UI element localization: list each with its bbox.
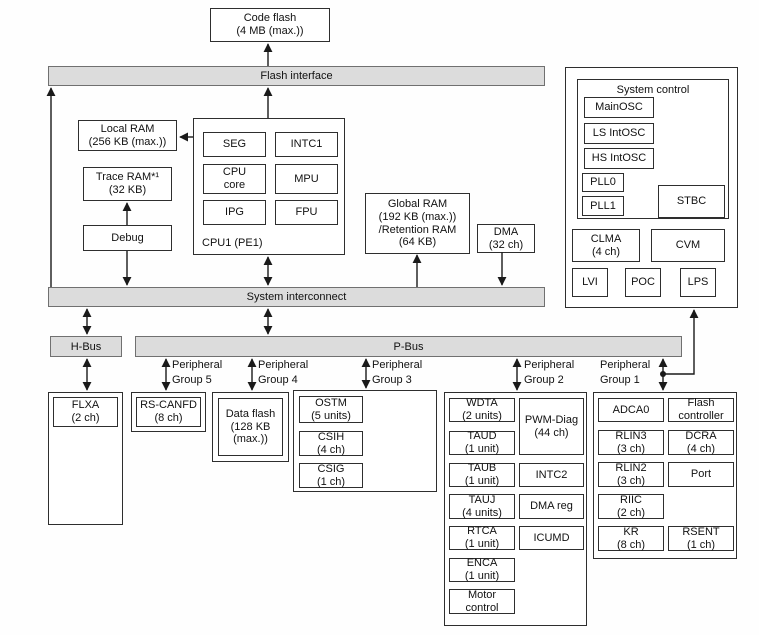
system-control-inner: System control MainOSC LS IntOSC HS IntO… — [577, 79, 729, 219]
flxa-box: FLXA (2 ch) — [53, 397, 118, 427]
dcra-box: DCRA (4 ch) — [668, 430, 734, 455]
global-ram-box: Global RAM (192 KB (max.)) /Retention RA… — [365, 193, 470, 254]
intc2-box: INTC2 — [519, 463, 584, 487]
trace-ram-box: Trace RAM*¹ (32 KB) — [83, 167, 172, 201]
data-flash-box: Data flash (128 KB (max.)) — [218, 398, 283, 456]
cpu1-container: SEG INTC1 CPU core MPU IPG FPU CPU1 (PE1… — [193, 118, 345, 255]
motor-control-box: Motor control — [449, 589, 515, 614]
hs-intosc-box: HS IntOSC — [584, 148, 654, 169]
group3-label: Peripheral Group 3 — [372, 359, 423, 386]
wire-junction-dot — [660, 371, 666, 377]
group4-container: Data flash (128 KB (max.)) — [212, 392, 289, 462]
cvm-box: CVM — [651, 229, 725, 262]
stbc-box: STBC — [658, 185, 725, 218]
csig-box: CSIG (1 ch) — [299, 463, 363, 488]
taud-box: TAUD (1 unit) — [449, 430, 515, 455]
clma-box: CLMA (4 ch) — [572, 229, 640, 262]
csih-box: CSIH (4 ch) — [299, 431, 363, 456]
debug-box: Debug — [83, 225, 172, 251]
flash-controller-box: Flash controller — [668, 397, 734, 422]
system-interconnect-bus: System interconnect — [48, 287, 545, 307]
group2-label: Peripheral Group 2 — [524, 359, 575, 386]
adca0-box: ADCA0 — [598, 398, 664, 422]
group2-container: WDTA (2 units) TAUD (1 unit) TAUB (1 uni… — [444, 392, 587, 626]
dma-reg-box: DMA reg — [519, 494, 584, 519]
rlin3-box: RLIN3 (3 ch) — [598, 430, 664, 455]
icumd-box: ICUMD — [519, 526, 584, 550]
cpu1-seg-box: SEG — [203, 132, 266, 157]
group5-container: RS-CANFD (8 ch) — [131, 392, 206, 432]
cpu1-mpu-box: MPU — [275, 164, 338, 194]
cpu1-core-box: CPU core — [203, 164, 266, 194]
ls-intosc-box: LS IntOSC — [584, 123, 654, 144]
local-ram-box: Local RAM (256 KB (max.)) — [78, 120, 177, 151]
rlin2-box: RLIN2 (3 ch) — [598, 462, 664, 487]
riic-box: RIIC (2 ch) — [598, 494, 664, 519]
pll1-box: PLL1 — [582, 196, 624, 216]
group1-label: Peripheral Group 1 — [600, 359, 651, 386]
h-bus: H-Bus — [50, 336, 122, 357]
rsent-box: RSENT (1 ch) — [668, 526, 734, 551]
enca-box: ENCA (1 unit) — [449, 557, 515, 582]
pll0-box: PLL0 — [582, 173, 624, 192]
mainosc-box: MainOSC — [584, 97, 654, 118]
flash-interface-bus: Flash interface — [48, 66, 545, 86]
system-control-panel: System control MainOSC LS IntOSC HS IntO… — [565, 67, 738, 308]
cpu1-label: CPU1 (PE1) — [202, 237, 263, 249]
cpu1-ipg-box: IPG — [203, 200, 266, 225]
group1-container: ADCA0 RLIN3 (3 ch) RLIN2 (3 ch) RIIC (2 … — [593, 392, 737, 559]
rtca-box: RTCA (1 unit) — [449, 525, 515, 550]
cpu1-fpu-box: FPU — [275, 200, 338, 225]
lps-box: LPS — [680, 268, 716, 297]
pwm-diag-box: PWM-Diag (44 ch) — [519, 398, 584, 455]
flxa-container: FLXA (2 ch) — [48, 392, 123, 525]
tauj-box: TAUJ (4 units) — [449, 494, 515, 519]
port-box: Port — [668, 462, 734, 487]
group3-container: OSTM (5 units) CSIH (4 ch) CSIG (1 ch) — [293, 390, 437, 492]
p-bus: P-Bus — [135, 336, 682, 357]
kr-box: KR (8 ch) — [598, 526, 664, 551]
rs-canfd-box: RS-CANFD (8 ch) — [136, 397, 201, 427]
lvi-box: LVI — [572, 268, 608, 297]
cpu1-intc1-box: INTC1 — [275, 132, 338, 157]
dma-box: DMA (32 ch) — [477, 224, 535, 253]
poc-box: POC — [625, 268, 661, 297]
group4-label: Peripheral Group 4 — [258, 359, 309, 386]
ostm-box: OSTM (5 units) — [299, 396, 363, 423]
system-control-title: System control — [616, 84, 690, 96]
taub-box: TAUB (1 unit) — [449, 462, 515, 487]
code-flash-box: Code flash (4 MB (max.)) — [210, 8, 330, 42]
group5-label: Peripheral Group 5 — [172, 359, 223, 386]
wdta-box: WDTA (2 units) — [449, 397, 515, 422]
